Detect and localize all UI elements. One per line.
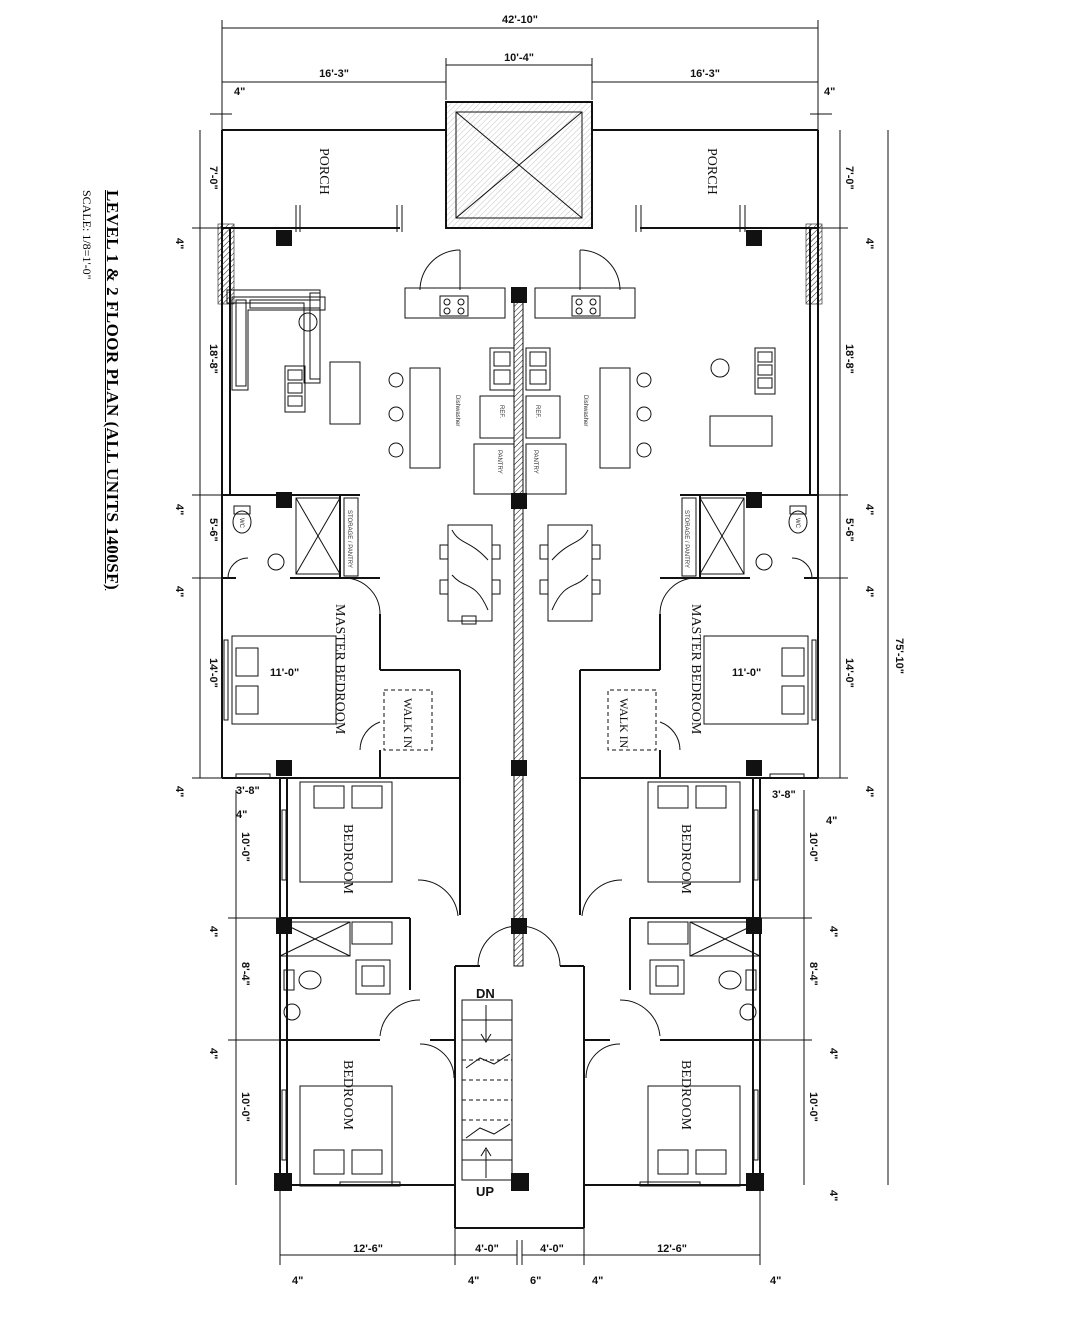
dim-wall-4in-6: 4" — [207, 1048, 219, 1059]
room-label-porch-left: PORCH — [316, 148, 331, 195]
room-label-master-left: MASTER BEDROOM — [332, 604, 347, 735]
dim-wall-4in-3: 4" — [173, 586, 185, 597]
room-label-bedroom2-right: BEDROOM — [678, 824, 693, 895]
label-dishwasher-left: Dishwasher — [454, 395, 460, 426]
dim-wall-4in-12: 4" — [827, 1048, 839, 1059]
dim-closet-width-right: 3'-8" — [772, 789, 796, 801]
room-label-walkin-left: WALK IN — [401, 698, 415, 749]
plan-scale: SCALE: 1/8=1'-0" — [80, 190, 94, 280]
wall-hatch — [217, 223, 823, 305]
furniture-right — [226, 287, 809, 1187]
dim-overall-width: 42'-10" — [502, 14, 538, 26]
dim-wall-top-left: 4" — [234, 86, 245, 98]
dim-bath-depth-right: 5'-6" — [843, 518, 855, 542]
doors — [227, 249, 813, 1079]
dim-bottom-hall-left: 4'-0" — [475, 1243, 499, 1255]
label-pantry-right: PANTRY — [532, 450, 538, 474]
dim-living-depth-right: 18'-8" — [843, 344, 855, 374]
label-ref-left: REF. — [498, 405, 504, 418]
dim-wall-4in-5: 4" — [207, 926, 219, 937]
dim-wall-top-right: 4" — [824, 86, 835, 98]
dim-bottom-wall-4: 4" — [770, 1275, 781, 1287]
dim-bath2-depth-left: 8'-4" — [239, 962, 251, 986]
furniture-left — [231, 287, 515, 1187]
dim-right-width: 16'-3" — [690, 68, 720, 80]
dim-master-width-left: 11'-0" — [270, 667, 299, 679]
dim-left-width: 16'-3" — [319, 68, 349, 80]
dim-master-depth-left: 14'-0" — [207, 658, 219, 688]
room-label-master-right: MASTER BEDROOM — [688, 604, 703, 735]
dim-wall-4in-9: 4" — [863, 586, 875, 597]
dim-bedroom-depth-left: 10'-0" — [239, 832, 251, 862]
dim-wall-4in-8: 4" — [863, 504, 875, 515]
dim-bedroom3-depth-left: 10'-0" — [239, 1092, 251, 1122]
room-label-bedroom2-left: BEDROOM — [340, 824, 355, 895]
stair-down-label: DN — [476, 986, 495, 1001]
stair-up-label: UP — [476, 1184, 494, 1199]
dim-bedroom-depth-right: 10'-0" — [807, 832, 819, 862]
dim-bottom-hall-right: 4'-0" — [540, 1243, 564, 1255]
dim-bottom-center: 6" — [530, 1275, 541, 1287]
dim-porch-depth-left: 7'-0" — [207, 166, 219, 190]
dim-closet-width-left: 3'-8" — [236, 785, 260, 797]
dim-master-depth-right: 14'-0" — [843, 658, 855, 688]
dim-wall-4in-11: 4" — [827, 926, 839, 937]
dim-porch-depth-right: 7'-0" — [843, 166, 855, 190]
dim-wall-4in-13: 4" — [827, 1190, 839, 1201]
dim-wall-4in-14: 4" — [236, 809, 247, 821]
interior-walls — [222, 494, 818, 1229]
dim-bottom-wall-3: 4" — [592, 1275, 603, 1287]
label-wc-right: WC — [794, 518, 800, 529]
dim-wall-4in-4: 4" — [173, 786, 185, 797]
room-label-bedroom3-right: BEDROOM — [678, 1060, 693, 1131]
room-label-bedroom3-left: BEDROOM — [340, 1060, 355, 1131]
party-wall — [513, 295, 524, 967]
dim-bath2-depth-right: 8'-4" — [807, 962, 819, 986]
dim-wall-4in-1: 4" — [173, 238, 185, 249]
top-dimensions — [210, 20, 832, 130]
plan-title: LEVEL 1 & 2 FLOOR PLAN (ALL UNITS 1400SF… — [103, 190, 122, 591]
label-storage-left: STORAGE / PANTRY — [346, 510, 352, 568]
stairs — [461, 999, 513, 1181]
dim-bottom-room-right: 12'-6" — [657, 1243, 687, 1255]
dim-master-width-right: 11'-0" — [732, 667, 761, 679]
side-dimension-lines — [192, 130, 889, 1265]
dim-wall-4in-15: 4" — [826, 815, 837, 827]
outer-walls — [221, 129, 819, 1186]
dim-bath-depth-left: 5'-6" — [207, 518, 219, 542]
dim-bottom-wall-2: 4" — [468, 1275, 479, 1287]
label-pantry-left: PANTRY — [496, 450, 502, 474]
title-block: LEVEL 1 & 2 FLOOR PLAN (ALL UNITS 1400SF… — [76, 190, 136, 690]
dim-bedroom3-depth-right: 10'-0" — [807, 1092, 819, 1122]
dim-living-depth-left: 18'-8" — [207, 344, 219, 374]
dim-wall-4in-2: 4" — [173, 504, 185, 515]
label-dishwasher-right: Dishwasher — [582, 395, 588, 426]
label-storage-right: STORAGE / PANTRY — [683, 510, 689, 568]
center-box — [445, 101, 593, 229]
dim-center-width: 10'-4" — [504, 52, 534, 64]
dim-bottom-wall-1: 4" — [292, 1275, 303, 1287]
label-wc-left: WC — [238, 518, 244, 529]
room-label-porch-right: PORCH — [704, 148, 719, 195]
dim-bottom-room-left: 12'-6" — [353, 1243, 383, 1255]
label-ref-right: REF. — [534, 405, 540, 418]
dim-overall-depth: 75'-10" — [893, 638, 905, 674]
room-label-walkin-right: WALK IN — [617, 698, 631, 749]
dim-wall-4in-10: 4" — [863, 786, 875, 797]
dim-wall-4in-7: 4" — [863, 238, 875, 249]
